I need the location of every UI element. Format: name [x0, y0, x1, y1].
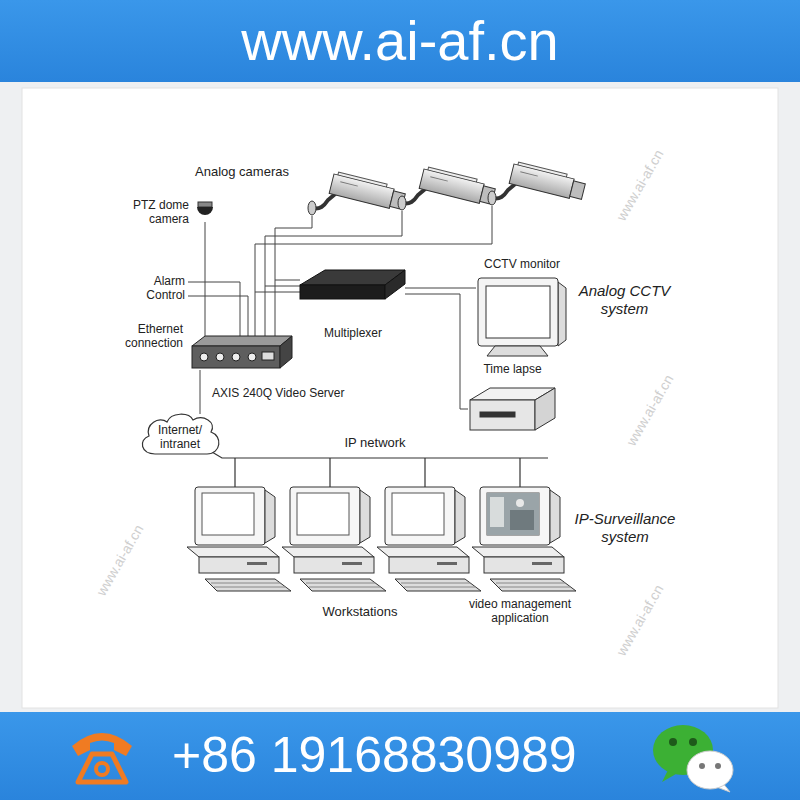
ip-network-bus	[212, 452, 548, 458]
wechat-icon	[653, 725, 713, 775]
image-panel	[22, 88, 778, 708]
video-server-box	[200, 353, 208, 361]
video-server-box	[232, 353, 240, 361]
video-wire	[275, 216, 312, 336]
phone-icon	[96, 763, 108, 775]
analog-camera	[488, 161, 587, 205]
node-label: CCTV monitor	[472, 257, 572, 271]
cloud-outline	[142, 414, 219, 454]
multiplexer-box	[300, 285, 385, 299]
device-label: video management application	[455, 597, 585, 626]
system-label: Analog CCTV system	[572, 282, 677, 318]
workstation-computer	[377, 487, 481, 591]
ip-network-bus	[212, 452, 548, 487]
ip-network-bus	[234, 458, 235, 487]
video-wire	[188, 296, 248, 336]
video-server-box	[192, 346, 280, 368]
video-server: AXIS 240Q Video Server	[190, 336, 292, 370]
multiplexer: Multiplexer	[300, 268, 405, 300]
node-label: AXIS 240Q Video Server	[212, 386, 382, 400]
analog-camera	[308, 171, 407, 215]
ptz-dome-icon	[197, 207, 213, 215]
video-management-screen	[487, 493, 539, 535]
video-wire	[275, 280, 300, 281]
top-banner	[0, 0, 800, 82]
time-lapse-recorder-icon	[470, 388, 555, 430]
video-wire	[188, 206, 492, 336]
watermark: www.ai-af.cn	[613, 354, 688, 466]
time-lapse-recorder-icon	[480, 412, 515, 417]
video-management-screen	[510, 510, 534, 530]
group-label: Analog cameras	[195, 164, 315, 180]
bottom-banner	[0, 712, 800, 800]
workstation-computer	[187, 487, 291, 591]
cctv-monitor-icon	[478, 278, 566, 356]
video-wire	[265, 286, 300, 287]
ip-network-bus	[519, 458, 520, 487]
phone-icon	[78, 754, 126, 782]
video-server-box	[262, 352, 274, 360]
cctv-monitor-icon	[558, 282, 566, 346]
wire-connector	[405, 288, 476, 289]
network-label: IP network	[330, 435, 420, 451]
phone-number: +86 19168830989	[172, 725, 622, 785]
watermark: www.ai-af.cn	[603, 129, 678, 241]
cctv-monitor-icon	[478, 278, 558, 346]
video-server-box	[192, 336, 292, 368]
workstation-computer	[282, 487, 386, 591]
ip-network-bus	[424, 458, 425, 487]
wechat-icon	[687, 751, 733, 789]
wechat-icon	[653, 725, 733, 792]
time-lapse-recorder-icon	[535, 388, 555, 430]
wire-connector	[200, 370, 201, 414]
cctv-monitor-icon	[486, 286, 550, 338]
node-label: PTZ dome camera	[115, 198, 189, 227]
wechat-icon	[715, 763, 721, 769]
ptz-dome-icon	[198, 202, 212, 207]
video-wire	[255, 206, 492, 336]
watermark: www.ai-af.cn	[603, 564, 678, 676]
video-management-screen	[487, 493, 539, 535]
site-banner: www.ai-af.cn	[0, 7, 800, 74]
video-server-box	[192, 336, 292, 346]
video-server-box	[248, 353, 256, 361]
ptz-dome-camera: PTZ dome camera	[195, 201, 215, 222]
wechat-icon	[669, 738, 677, 746]
multiplexer-box	[385, 270, 405, 299]
wire-connector	[205, 222, 206, 336]
node-label: Multiplexer	[308, 326, 398, 340]
network-cloud: Internet/ intranet	[135, 408, 225, 462]
time-lapse-recorder: Time lapse	[468, 386, 557, 432]
cctv-monitor-icon	[487, 346, 548, 356]
video-wire	[255, 292, 300, 293]
time-lapse-recorder-icon	[470, 400, 535, 430]
multiplexer-box	[300, 270, 405, 299]
node-label: Time lapse	[468, 362, 557, 376]
wire-connector	[405, 294, 468, 409]
port-label: Ethernet connection	[115, 322, 183, 351]
phone-icon	[72, 733, 132, 782]
video-management-screen	[490, 497, 504, 527]
cctv-monitor: CCTV monitor	[476, 276, 568, 358]
analog-camera	[398, 166, 497, 210]
video-server-box	[280, 336, 292, 368]
watermark: www.ai-af.cn	[83, 504, 158, 616]
workstation-computer	[472, 487, 576, 591]
system-label: IP-Surveillance system	[565, 510, 685, 546]
ptz-dome-icon	[197, 202, 213, 215]
video-management-screen	[516, 499, 524, 507]
wechat-icon	[699, 763, 705, 769]
wechat-icon	[689, 738, 697, 746]
port-label: Alarm Control	[130, 274, 185, 303]
group-label: Workstations	[290, 604, 430, 620]
ip-network-bus	[329, 458, 330, 487]
video-wire	[188, 282, 240, 336]
video-server-box	[216, 353, 224, 361]
node-label: Internet/ intranet	[151, 423, 209, 452]
